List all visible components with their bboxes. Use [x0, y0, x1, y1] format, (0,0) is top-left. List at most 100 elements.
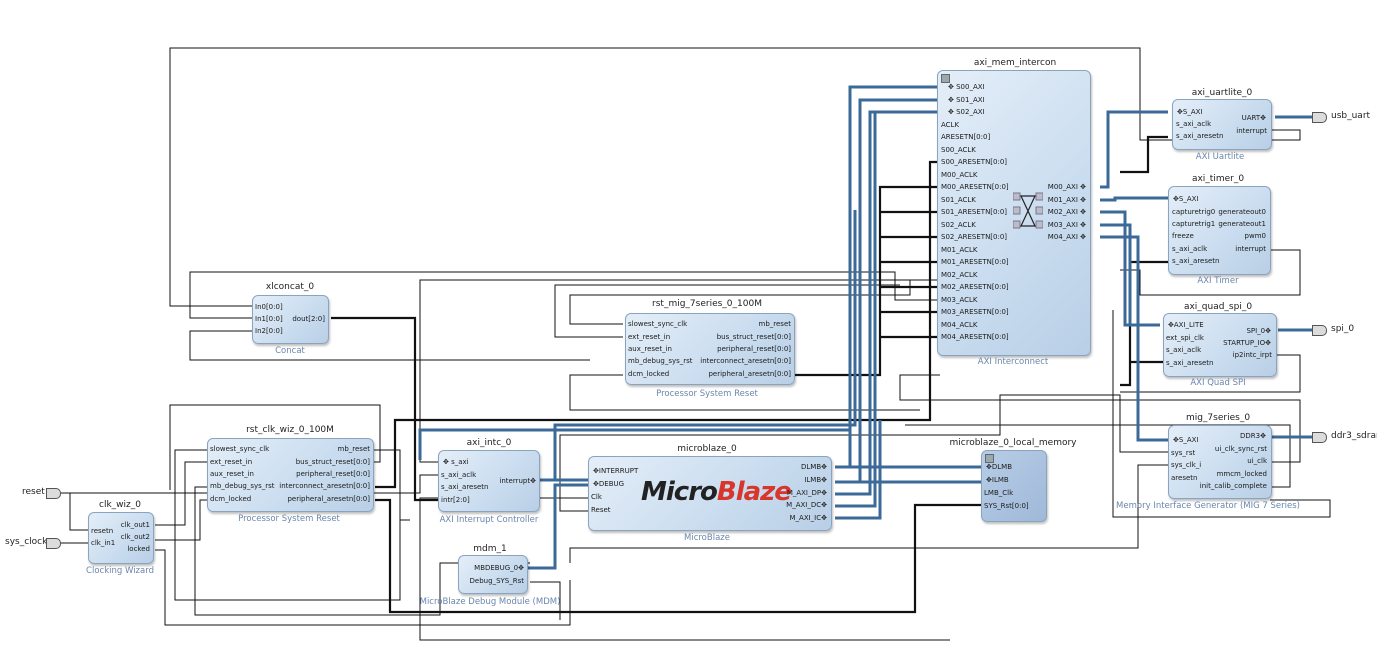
port-capturetrig0[interactable]: capturetrig0	[1172, 208, 1216, 216]
port-dcm-locked[interactable]: dcm_locked	[628, 370, 670, 378]
port-m01-aresetn[interactable]: M01_ARESETN[0:0]	[941, 258, 1009, 266]
port-in0[interactable]: In0[0:0]	[255, 303, 283, 311]
port-s-axi[interactable]: ✥S_AXI	[1173, 195, 1199, 203]
port-m04-aresetn[interactable]: M04_ARESETN[0:0]	[941, 333, 1009, 341]
external-port-ddr3-sdram[interactable]	[1312, 432, 1327, 443]
port-m04-aclk[interactable]: M04_ACLK	[941, 321, 978, 329]
port-mb-debug-sys-rst[interactable]: mb_debug_sys_rst	[210, 482, 275, 490]
port-s-axi-aclk[interactable]: s_axi_aclk	[1176, 120, 1212, 128]
port-m04-axi[interactable]: M04_AXI ✥	[1047, 233, 1086, 241]
port-m02-aresetn[interactable]: M02_ARESETN[0:0]	[941, 283, 1009, 291]
port-m01-aclk[interactable]: M01_ACLK	[941, 246, 978, 254]
port-m01-axi[interactable]: M01_AXI ✥	[1047, 196, 1086, 204]
port-aresetn[interactable]: ARESETN[0:0]	[941, 133, 991, 141]
port-ui-clk-sync-rst[interactable]: ui_clk_sync_rst	[1214, 445, 1267, 453]
port-interrupt[interactable]: interrupt✥	[499, 477, 536, 485]
port-s-axi-aclk[interactable]: s_axi_aclk	[1172, 245, 1208, 253]
block-axi-timer[interactable]: ✥S_AXI capturetrig0 capturetrig1 freeze …	[1168, 186, 1271, 275]
port-aclk[interactable]: ACLK	[941, 121, 960, 129]
port-m02-axi[interactable]: M02_AXI ✥	[1047, 208, 1086, 216]
port-generateout0[interactable]: generateout0	[1218, 208, 1266, 216]
port-generateout1[interactable]: generateout1	[1218, 220, 1266, 228]
external-port-reset[interactable]	[46, 488, 61, 499]
port-s02-axi[interactable]: ✥ S02_AXI	[948, 108, 985, 116]
port-locked[interactable]: locked	[127, 545, 150, 553]
port-lmb-clk[interactable]: LMB_Clk	[984, 489, 1014, 497]
port-clk-in1[interactable]: clk_in1	[91, 539, 116, 547]
port-aux-reset-in[interactable]: aux_reset_in	[210, 470, 254, 478]
port-interconnect-aresetn[interactable]: interconnect_aresetn[0:0]	[279, 482, 370, 490]
port-s02-aresetn[interactable]: S02_ARESETN[0:0]	[941, 233, 1008, 241]
port-ddr3[interactable]: DDR3✥	[1240, 432, 1266, 440]
port-m-axi-dc[interactable]: M_AXI_DC✥	[786, 501, 827, 509]
port-interrupt[interactable]: interrupt	[1236, 127, 1267, 135]
port-s-axi[interactable]: ✥S_AXI	[1177, 108, 1203, 116]
port-dout[interactable]: dout[2:0]	[292, 315, 325, 323]
port-s02-aclk[interactable]: S02_ACLK	[941, 221, 976, 229]
block-axi-intc[interactable]: ✥ s_axi s_axi_aclk s_axi_aresetn intr[2:…	[438, 450, 540, 512]
port-ext-reset-in[interactable]: ext_reset_in	[210, 458, 253, 466]
port-interrupt[interactable]: ✥INTERRUPT	[593, 467, 639, 475]
block-axi-uartlite[interactable]: ✥S_AXI s_axi_aclk s_axi_aresetn UART✥ in…	[1172, 99, 1272, 150]
port-ext-spi-clk[interactable]: ext_spi_clk	[1166, 334, 1204, 342]
port-s01-aresetn[interactable]: S01_ARESETN[0:0]	[941, 208, 1008, 216]
port-s-axi-aresetn[interactable]: s_axi_aresetn	[1166, 359, 1214, 367]
port-s-axi-aresetn[interactable]: s_axi_aresetn	[1172, 257, 1220, 265]
port-m00-aclk[interactable]: M00_ACLK	[941, 171, 978, 179]
port-dlmb[interactable]: DLMB✥	[800, 463, 827, 471]
port-s00-aclk[interactable]: S00_ACLK	[941, 146, 976, 154]
block-rst-clk-wiz[interactable]: slowest_sync_clk ext_reset_in aux_reset_…	[207, 438, 374, 512]
port-s-axi-aresetn[interactable]: s_axi_aresetn	[441, 483, 489, 491]
port-clk-out1[interactable]: clk_out1	[120, 521, 150, 529]
port-mb-reset[interactable]: mb_reset	[337, 445, 371, 453]
port-reset[interactable]: Reset	[591, 506, 611, 514]
port-dlmb[interactable]: ✥DLMB	[986, 463, 1013, 471]
port-slowest-sync-clk[interactable]: slowest_sync_clk	[628, 320, 688, 328]
port-mb-debug-sys-rst[interactable]: mb_debug_sys_rst	[628, 357, 693, 365]
port-bus-struct-reset[interactable]: bus_struct_reset[0:0]	[716, 333, 791, 341]
port-peripheral-reset[interactable]: peripheral_reset[0:0]	[717, 345, 791, 353]
port-s01-axi[interactable]: ✥ S01_AXI	[948, 96, 985, 104]
port-m02-aclk[interactable]: M02_ACLK	[941, 271, 978, 279]
port-ip2intc-irpt[interactable]: ip2intc_irpt	[1232, 351, 1272, 359]
port-s-axi[interactable]: ✥S_AXI	[1173, 436, 1199, 444]
port-s-axi-aclk[interactable]: s_axi_aclk	[1166, 346, 1202, 354]
external-port-spi-0[interactable]	[1312, 325, 1327, 336]
port-resetn[interactable]: resetn	[91, 527, 114, 535]
port-s00-axi[interactable]: ✥ S00_AXI	[948, 83, 985, 91]
port-aux-reset-in[interactable]: aux_reset_in	[628, 345, 672, 353]
port-clk[interactable]: Clk	[591, 493, 602, 501]
block-mdm[interactable]: MBDEBUG_0✥ Debug_SYS_Rst	[458, 555, 528, 594]
port-ilmb[interactable]: ✥ILMB	[986, 476, 1009, 484]
port-startup-io[interactable]: STARTUP_IO✥	[1223, 339, 1271, 347]
port-clk-out2[interactable]: clk_out2	[120, 533, 150, 541]
port-freeze[interactable]: freeze	[1172, 232, 1194, 240]
port-axi-lite[interactable]: ✥AXI_LITE	[1168, 321, 1204, 329]
port-slowest-sync-clk[interactable]: slowest_sync_clk	[210, 445, 270, 453]
port-spi-0[interactable]: SPI_0✥	[1246, 327, 1271, 335]
port-m-axi-ic[interactable]: M_AXI_IC✥	[789, 514, 827, 522]
port-mmcm-locked[interactable]: mmcm_locked	[1216, 470, 1267, 478]
block-axi-quad-spi[interactable]: ✥AXI_LITE ext_spi_clk s_axi_aclk s_axi_a…	[1163, 313, 1277, 377]
port-bus-struct-reset[interactable]: bus_struct_reset[0:0]	[295, 458, 370, 466]
port-init-calib-complete[interactable]: init_calib_complete	[1199, 482, 1267, 490]
port-m-axi-dp[interactable]: M_AXI_DP✥	[786, 489, 827, 497]
port-peripheral-aresetn[interactable]: peripheral_aresetn[0:0]	[287, 495, 370, 503]
port-interconnect-aresetn[interactable]: interconnect_aresetn[0:0]	[700, 357, 791, 365]
port-dcm-locked[interactable]: dcm_locked	[210, 495, 252, 503]
port-s00-aresetn[interactable]: S00_ARESETN[0:0]	[941, 158, 1008, 166]
block-microblaze[interactable]: ✥INTERRUPT ✥DEBUG Clk Reset MicroBlaze D…	[588, 456, 832, 531]
block-mig-7series[interactable]: ✥S_AXI sys_rst sys_clk_i aresetn DDR3✥ u…	[1168, 425, 1272, 499]
port-sys-rst[interactable]: SYS_Rst[0:0]	[984, 502, 1029, 510]
port-peripheral-aresetn[interactable]: peripheral_aresetn[0:0]	[708, 370, 791, 378]
port-in2[interactable]: In2[0:0]	[255, 327, 283, 335]
port-mb-reset[interactable]: mb_reset	[758, 320, 792, 328]
port-s-axi[interactable]: ✥ s_axi	[443, 458, 469, 466]
port-interrupt[interactable]: interrupt	[1235, 245, 1266, 253]
block-clk-wiz[interactable]: resetn clk_in1 clk_out1 clk_out2 locked	[88, 512, 154, 564]
port-m00-aresetn[interactable]: M00_ARESETN[0:0]	[941, 183, 1009, 191]
port-ext-reset-in[interactable]: ext_reset_in	[628, 333, 671, 341]
external-port-sys-clock[interactable]	[46, 538, 61, 549]
port-mbdebug-0[interactable]: MBDEBUG_0✥	[474, 564, 524, 572]
port-s-axi-aresetn[interactable]: s_axi_aresetn	[1176, 132, 1224, 140]
